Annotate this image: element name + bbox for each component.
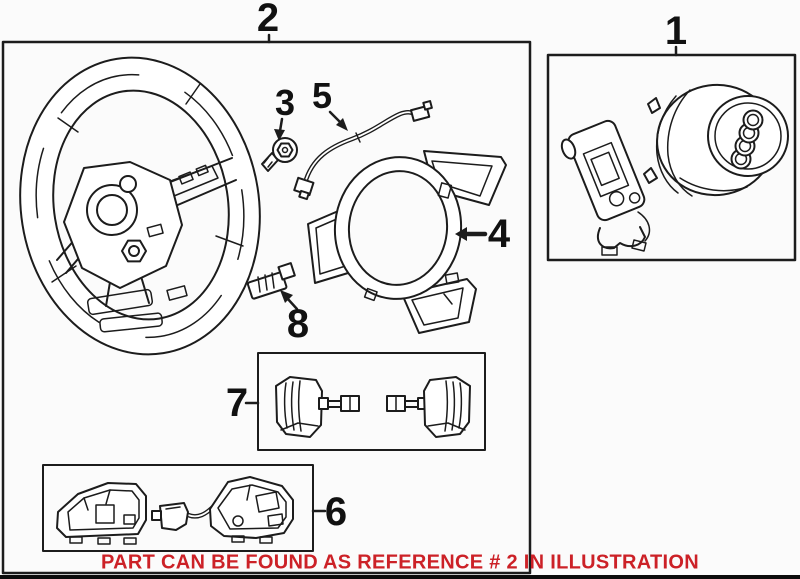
callout-4-arrowhead [455, 227, 467, 241]
callout-8-arrow [285, 296, 299, 311]
callout-2: 2 [256, 0, 280, 40]
callout-4: 4 [487, 212, 511, 256]
callout-5: 5 [311, 75, 333, 116]
airbag-module-drawing [643, 83, 789, 197]
part-6-box [42, 464, 314, 552]
paddle-switches-drawing [56, 476, 294, 545]
control-module-drawing [560, 119, 651, 256]
callout-3-arrow [278, 117, 284, 133]
callout-5-arrowhead [336, 118, 348, 131]
callout-8: 8 [286, 302, 310, 346]
audi-rings-icon [730, 109, 764, 170]
callout-3-arrowhead [274, 129, 285, 141]
bottom-black-bar [0, 575, 800, 579]
callout-5-arrow [328, 110, 343, 125]
callout-7: 7 [225, 381, 249, 425]
steering-wheel-drawing [19, 56, 261, 356]
callout-1: 1 [664, 9, 688, 53]
paddle-actuators-drawing [275, 376, 471, 438]
main-illustration-box [1, 40, 532, 575]
switch-part-drawing [246, 262, 296, 300]
callout-6: 6 [324, 490, 348, 534]
airbag-box [546, 53, 797, 262]
reference-note: PART CAN BE FOUND AS REFERENCE # 2 IN IL… [101, 551, 699, 574]
callout-3: 3 [274, 82, 296, 123]
trim-bezel-part-drawing [307, 150, 507, 334]
screw-part-drawing [261, 137, 298, 172]
harness-part-drawing [293, 100, 433, 201]
part-7-box [257, 352, 486, 451]
callout-8-arrowhead [280, 290, 293, 303]
